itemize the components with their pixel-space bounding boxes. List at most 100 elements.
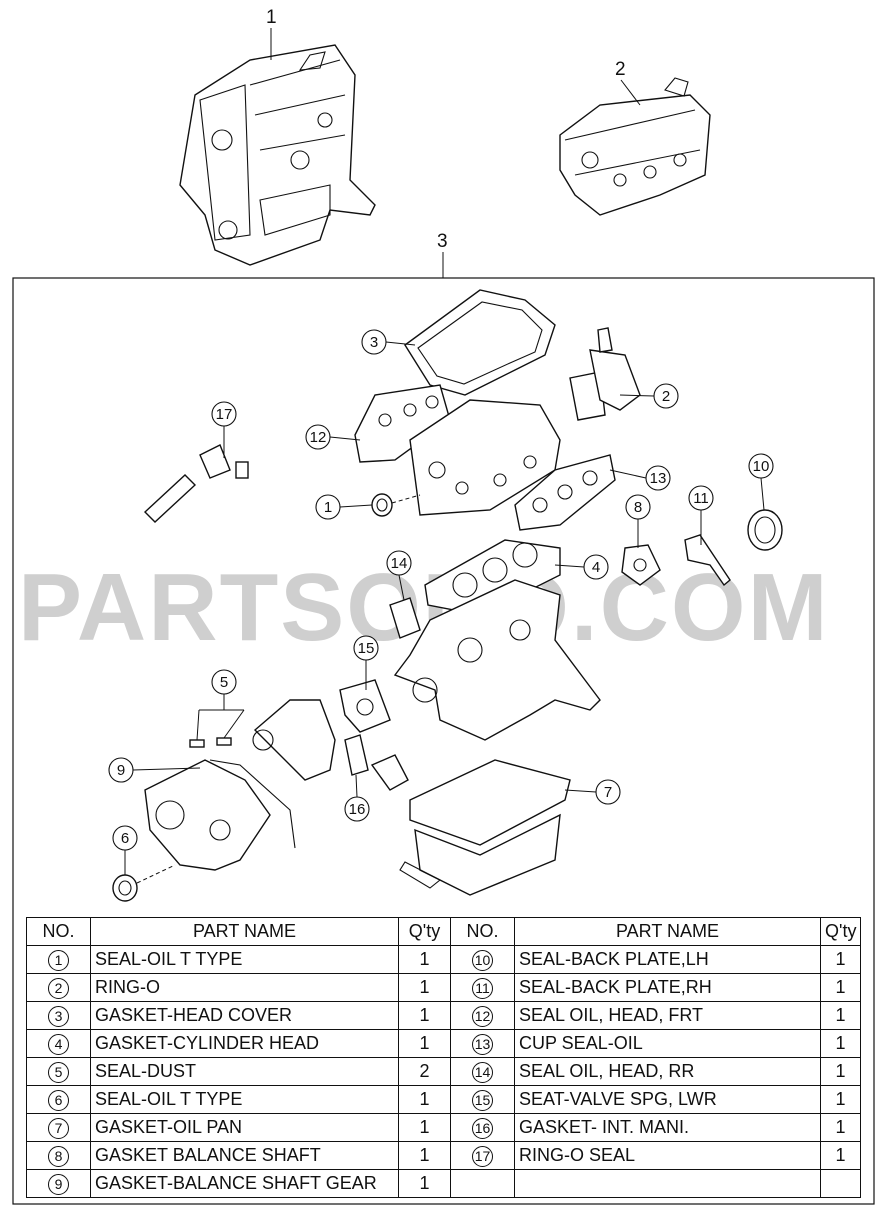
table-row[interactable]: 1 SEAL-OIL T TYPE 1 10 SEAL-BACK PLATE,L…: [26, 945, 861, 974]
rear-head-seal-shape[interactable]: [389, 597, 421, 639]
svg-text:1: 1: [324, 499, 332, 516]
header-part-name-left: PART NAME: [90, 917, 399, 946]
part-number: 5: [48, 1061, 69, 1083]
back-plate-seal-rh-shape[interactable]: [684, 534, 731, 587]
part-qty: 1: [820, 1001, 861, 1030]
svg-text:6: 6: [121, 830, 129, 847]
empty-cell: [450, 1169, 515, 1198]
part-name: GASKET-OIL PAN: [90, 1113, 399, 1142]
valve-spring-seat-shape[interactable]: [339, 679, 391, 733]
callout-16[interactable]: 16: [344, 774, 370, 822]
ring-o-seal-shape[interactable]: [143, 444, 249, 523]
table-row[interactable]: 6 SEAL-OIL T TYPE 1 15 SEAT-VALVE SPG, L…: [26, 1085, 861, 1114]
header-no-right: NO.: [450, 917, 515, 946]
callout-11[interactable]: 11: [688, 485, 714, 545]
part-number: 14: [472, 1061, 493, 1083]
part-name: GASKET-BALANCE SHAFT GEAR: [90, 1169, 399, 1198]
part-qty: 1: [820, 945, 861, 974]
svg-text:14: 14: [391, 555, 408, 572]
part-number: 13: [472, 1033, 493, 1055]
svg-text:12: 12: [310, 429, 327, 446]
callout-13[interactable]: 13: [609, 465, 671, 491]
part-qty: 1: [398, 1001, 451, 1030]
part-name: CUP SEAL-OIL: [514, 1029, 821, 1058]
header-qty-right: Q'ty: [820, 917, 861, 946]
intake-manifold-gasket-shape[interactable]: [344, 734, 369, 776]
head-cover-gasket-shape[interactable]: [404, 289, 556, 396]
part-qty: 1: [820, 973, 861, 1002]
svg-text:8: 8: [634, 499, 642, 516]
svg-text:7: 7: [604, 784, 612, 801]
callout-15[interactable]: 15: [353, 635, 379, 690]
balance-shaft-gasket-shape[interactable]: [621, 544, 661, 586]
part-qty: 1: [398, 945, 451, 974]
back-plate-seal-lh-shape[interactable]: [747, 509, 783, 551]
callout-7[interactable]: 7: [564, 779, 621, 805]
callout-10[interactable]: 10: [748, 453, 774, 511]
part-qty: 1: [398, 1029, 451, 1058]
table-row[interactable]: 5 SEAL-DUST 2 14 SEAL OIL, HEAD, RR 1: [26, 1057, 861, 1086]
svg-text:17: 17: [216, 406, 233, 423]
o-ring-shape[interactable]: [569, 327, 641, 421]
svg-text:13: 13: [650, 470, 667, 487]
callout-2[interactable]: 2: [619, 383, 679, 409]
engine-assembly-illustration[interactable]: [179, 44, 376, 266]
part-number: 12: [472, 1005, 493, 1027]
table-row[interactable]: 3 GASKET-HEAD COVER 1 12 SEAL OIL, HEAD,…: [26, 1001, 861, 1030]
empty-cell: [514, 1169, 821, 1198]
callout-17[interactable]: 17: [211, 401, 237, 458]
svg-text:2: 2: [662, 388, 670, 405]
table-row[interactable]: 2 RING-O 1 11 SEAL-BACK PLATE,RH 1: [26, 973, 861, 1002]
dust-seal-a-shape[interactable]: [189, 739, 205, 748]
part-number: 17: [472, 1145, 493, 1167]
svg-text:15: 15: [358, 640, 375, 657]
part-name: RING-O: [90, 973, 399, 1002]
part-number: 2: [48, 977, 69, 999]
header-qty-left: Q'ty: [398, 917, 451, 946]
table-row[interactable]: 8 GASKET BALANCE SHAFT 1 17 RING-O SEAL …: [26, 1141, 861, 1170]
svg-text:16: 16: [349, 801, 366, 818]
part-name: SEAL OIL, HEAD, RR: [514, 1057, 821, 1086]
callout-6[interactable]: 6: [112, 825, 138, 875]
svg-text:11: 11: [693, 490, 709, 507]
table-row[interactable]: 4 GASKET-CYLINDER HEAD 1 13 CUP SEAL-OIL…: [26, 1029, 861, 1058]
part-qty: 1: [820, 1085, 861, 1114]
part-name: SEAL-OIL T TYPE: [90, 1085, 399, 1114]
cylinder-head-gasket-shape[interactable]: [424, 539, 561, 616]
callout-4[interactable]: 4: [554, 554, 609, 580]
oil-seal-6-shape[interactable]: [112, 874, 138, 902]
cup-seal-shape[interactable]: [514, 454, 616, 531]
oil-pan-gasket-shape[interactable]: [409, 759, 571, 846]
part-qty: 1: [398, 1169, 451, 1198]
part-qty: 2: [398, 1057, 451, 1086]
part-number: 15: [472, 1089, 493, 1111]
callout-3[interactable]: 3: [361, 329, 416, 355]
callout-14[interactable]: 14: [386, 550, 412, 601]
callout-8[interactable]: 8: [625, 494, 651, 548]
svg-text:10: 10: [753, 458, 770, 475]
table-row[interactable]: 9 GASKET-BALANCE SHAFT GEAR 1: [26, 1169, 861, 1198]
callout-12[interactable]: 12: [305, 424, 361, 450]
assembly-label-2: 2: [615, 59, 626, 80]
part-number: 3: [48, 1005, 69, 1027]
oil-seal-1-shape[interactable]: [371, 493, 393, 517]
dust-seal-b-shape[interactable]: [216, 737, 232, 746]
callout-1[interactable]: 1: [315, 494, 373, 520]
engine-block-shape: [393, 579, 601, 741]
part-qty: 1: [820, 1029, 861, 1058]
part-name: GASKET- INT. MANI.: [514, 1113, 821, 1142]
part-qty: 1: [398, 1141, 451, 1170]
part-name: SEAL OIL, HEAD, FRT: [514, 1001, 821, 1030]
cylinder-head-assembly-illustration[interactable]: [559, 77, 711, 216]
gasket-kit-frame: [12, 277, 875, 1205]
part-name: GASKET-CYLINDER HEAD: [90, 1029, 399, 1058]
callout-9[interactable]: 9: [108, 757, 201, 783]
callout-5[interactable]: 5: [196, 669, 245, 741]
table-row[interactable]: 7 GASKET-OIL PAN 1 16 GASKET- INT. MANI.…: [26, 1113, 861, 1142]
balance-shaft-gear-gasket-shape[interactable]: [144, 759, 271, 871]
part-number: 16: [472, 1117, 493, 1139]
part-name: SEAL-BACK PLATE,LH: [514, 945, 821, 974]
water-pump-shape: [253, 699, 336, 781]
part-number: 1: [48, 949, 69, 971]
